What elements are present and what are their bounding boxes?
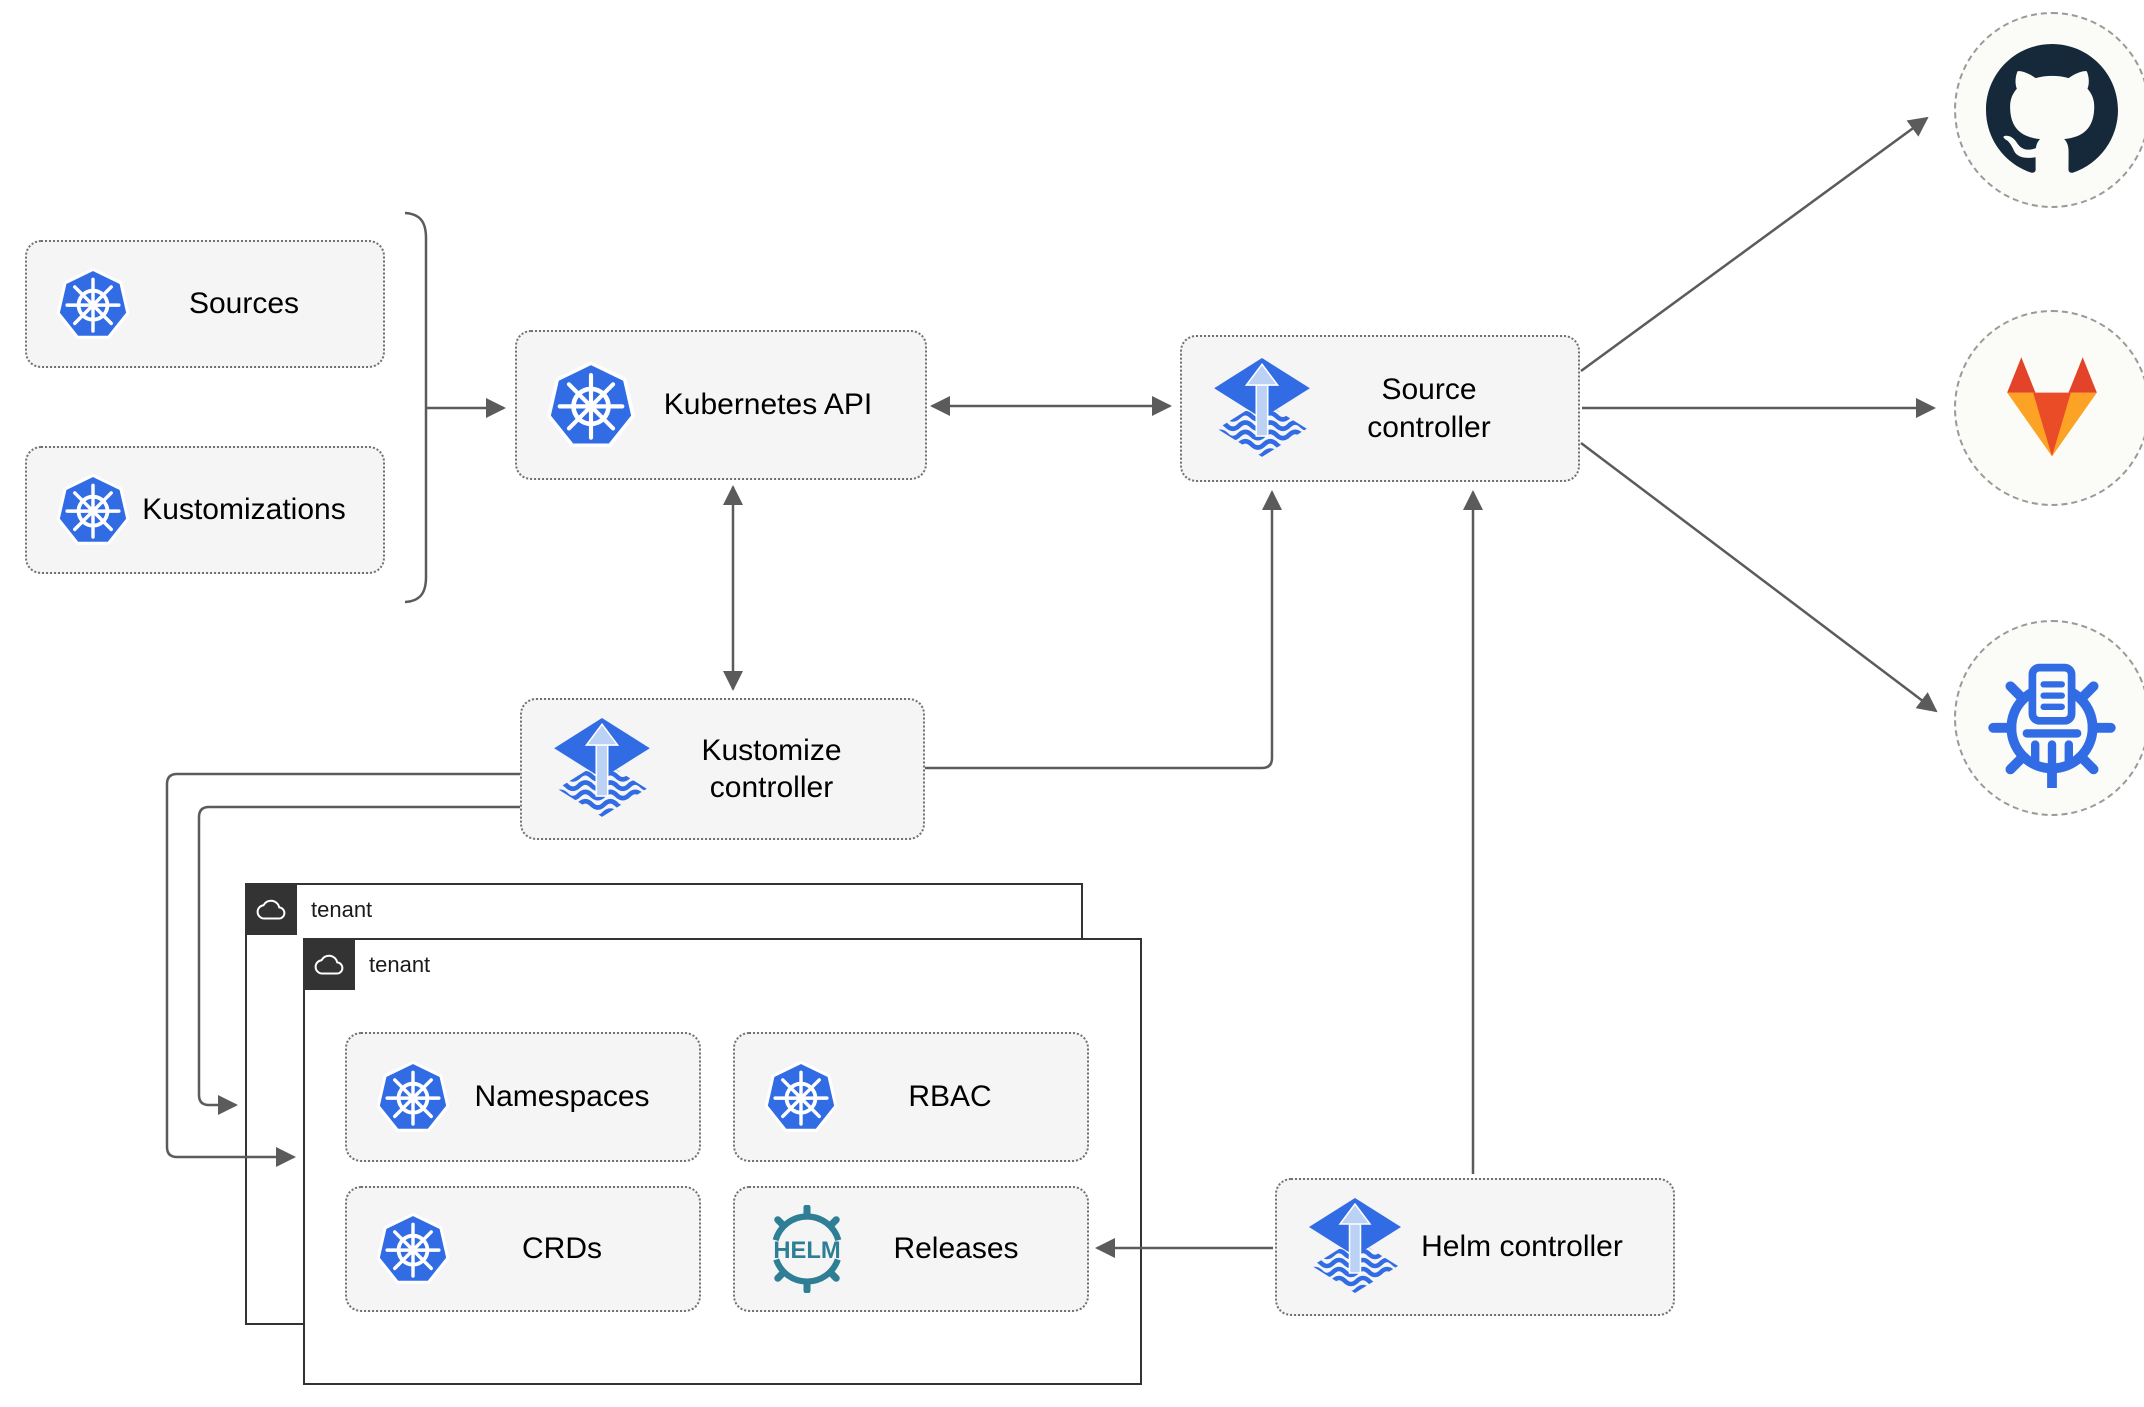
node-rbac: RBAC xyxy=(733,1032,1089,1162)
node-label: Sources xyxy=(188,287,300,321)
kubernetes-icon xyxy=(55,472,131,548)
node-kubernetes-api: Kubernetes API xyxy=(515,330,927,480)
connector-source-to-helm-repository xyxy=(1580,442,1938,713)
node-sources: Sources xyxy=(25,240,385,368)
gitlab-icon xyxy=(2007,357,2097,457)
kubernetes-icon xyxy=(375,1059,451,1135)
helm-repository-icon xyxy=(1988,663,2116,788)
endpoint-helm-repository xyxy=(1954,620,2144,816)
node-label: Namespaces xyxy=(474,1080,650,1114)
tenant-label: tenant xyxy=(369,952,431,977)
endpoint-gitlab xyxy=(1954,310,2144,506)
node-label: Helm controller xyxy=(1421,1230,1623,1264)
node-label: Kustomize controller xyxy=(701,733,842,805)
node-crds: CRDs xyxy=(345,1186,701,1312)
cloud-icon xyxy=(313,949,345,978)
tenant-badge xyxy=(302,937,355,990)
cloud-icon xyxy=(255,894,287,923)
kubernetes-icon xyxy=(545,359,637,451)
node-label: Kustomizations xyxy=(142,493,346,527)
node-label: Kubernetes API xyxy=(663,388,873,422)
node-label: CRDs xyxy=(522,1232,602,1266)
github-icon xyxy=(1986,44,2118,173)
node-helm-controller: Helm controller xyxy=(1275,1178,1675,1316)
node-source-controller: Source controller xyxy=(1180,335,1580,482)
endpoint-github xyxy=(1954,12,2144,208)
flux-icon xyxy=(1210,357,1314,461)
helm-icon: HELM xyxy=(772,1205,842,1293)
node-label: Source controller xyxy=(1367,373,1491,444)
node-kustomize-controller: Kustomize controller xyxy=(520,698,925,840)
connector-kustomize-to-source-controller xyxy=(925,490,1282,770)
node-label: Releases xyxy=(893,1232,1019,1266)
kubernetes-icon xyxy=(55,266,131,342)
flux-icon xyxy=(1305,1197,1405,1297)
kubernetes-icon xyxy=(763,1059,839,1135)
helm-logo-text: HELM xyxy=(773,1237,840,1264)
node-releases: HELM Releases xyxy=(733,1186,1089,1312)
node-kustomizations: Kustomizations xyxy=(25,446,385,574)
tenant-label: tenant xyxy=(311,897,373,922)
tenant-badge xyxy=(244,882,297,935)
flux-icon xyxy=(550,717,654,821)
kubernetes-icon xyxy=(375,1211,451,1287)
node-namespaces: Namespaces xyxy=(345,1032,701,1162)
connector-source-to-github xyxy=(1580,116,1929,373)
bracket-sources-group xyxy=(404,211,428,604)
node-label: RBAC xyxy=(908,1080,992,1114)
